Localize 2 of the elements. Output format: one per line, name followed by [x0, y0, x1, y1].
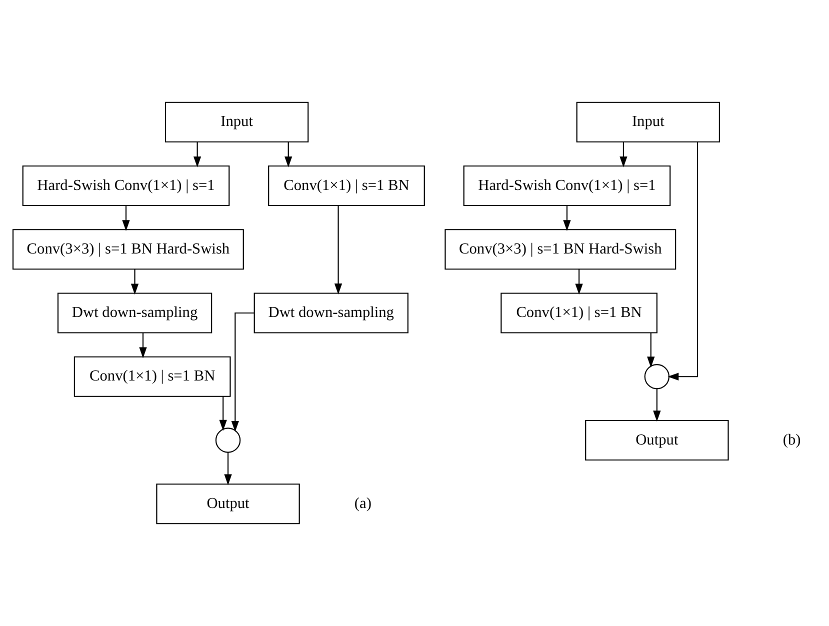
label: (a): [354, 494, 372, 512]
label: (b): [782, 431, 801, 448]
